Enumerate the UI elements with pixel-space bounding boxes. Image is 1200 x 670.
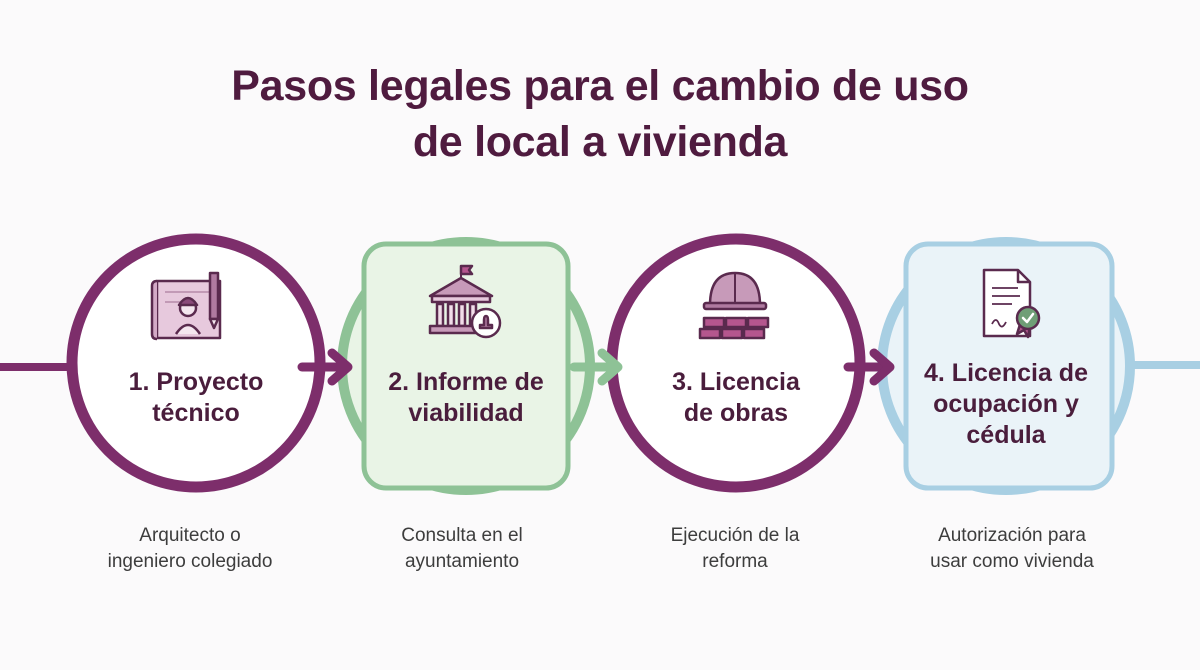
step-2-description-line-1: Consulta en el xyxy=(401,525,523,546)
step-2-description-line-2: ayuntamiento xyxy=(404,551,520,572)
step-4-label-line-3: cédula xyxy=(966,421,1046,449)
town-hall-stamp-icon xyxy=(428,264,502,339)
step-2-shape xyxy=(337,237,595,495)
step-1-label-line-1: 1. Proyecto xyxy=(128,368,264,396)
blueprint-engineer-icon xyxy=(150,271,222,341)
step-1-label-line-2: técnico xyxy=(152,399,240,427)
step-4-label-line-1: 4. Licencia de xyxy=(924,359,1088,387)
step-4-label-line-2: ocupación y xyxy=(933,390,1079,418)
step-4-description-line-2: usar como vivienda xyxy=(930,551,1094,572)
step-2-description: Consulta en el ayuntamiento xyxy=(342,523,582,575)
step-1-circle xyxy=(66,233,326,493)
step-2-square xyxy=(361,241,571,491)
step-2-label: 2. Informe de viabilidad xyxy=(356,367,576,429)
diagram-title-line-1: Pasos legales para el cambio de uso xyxy=(231,62,969,110)
step-4-square xyxy=(903,241,1115,491)
step-4-description-line-1: Autorización para xyxy=(938,525,1086,546)
hard-hat-bricks-icon xyxy=(698,271,770,340)
step-1-label: 1. Proyecto técnico xyxy=(86,367,306,429)
step-2-label-line-1: 2. Informe de xyxy=(388,368,544,396)
step-1-description-line-2: ingeniero colegiado xyxy=(107,551,273,572)
step-1-description: Arquitecto o ingeniero colegiado xyxy=(70,523,310,575)
step-3-label-line-2: de obras xyxy=(683,399,789,427)
step-3-description-line-1: Ejecución de la xyxy=(670,525,800,546)
step-4-description: Autorización para usar como vivienda xyxy=(892,523,1132,575)
certificate-seal-icon xyxy=(982,268,1041,339)
diagram-title: Pasos legales para el cambio de uso de l… xyxy=(0,58,1200,170)
step-3-description: Ejecución de la reforma xyxy=(615,523,855,575)
step-1-description-line-1: Arquitecto o xyxy=(139,525,241,546)
arrow-2-to-3 xyxy=(569,348,623,386)
step-3-description-line-2: reforma xyxy=(702,551,768,572)
arrow-3-to-4 xyxy=(843,348,895,386)
diagram-title-line-2: de local a vivienda xyxy=(412,118,788,166)
step-3-label: 3. Licencia de obras xyxy=(626,367,846,429)
step-2-label-line-2: viabilidad xyxy=(408,399,524,427)
step-4-label: 4. Licencia de ocupación y cédula xyxy=(896,358,1116,451)
step-3-label-line-1: 3. Licencia xyxy=(672,368,800,396)
arrow-1-to-2 xyxy=(297,348,353,386)
